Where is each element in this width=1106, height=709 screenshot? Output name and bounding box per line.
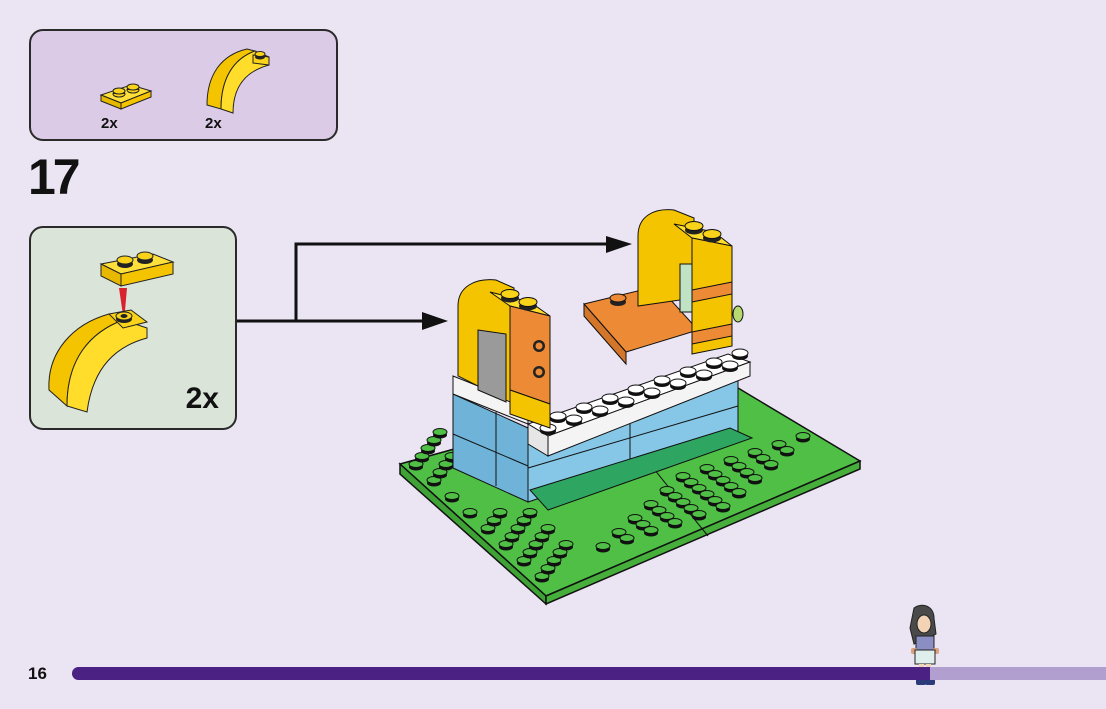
baseplate-studs bbox=[408, 428, 811, 583]
model-illustration bbox=[398, 209, 862, 606]
part-quantity: 2x bbox=[205, 115, 222, 132]
arrow-head-upper-icon bbox=[606, 236, 632, 253]
arrow-head-lower-icon bbox=[422, 312, 448, 330]
parts-list-box: 2x 2x bbox=[29, 29, 338, 141]
yellow-plate-piece bbox=[99, 251, 175, 287]
arrow-line-upper bbox=[237, 242, 610, 323]
part-quantity: 2x bbox=[101, 115, 118, 132]
placement-arrow-icon bbox=[119, 288, 127, 322]
part-yellow-plate-1x2 bbox=[99, 83, 153, 110]
white-plate-studs bbox=[539, 348, 749, 435]
part-yellow-curved-arch bbox=[206, 48, 270, 114]
progress-bar bbox=[72, 667, 1106, 680]
green-tile bbox=[529, 427, 754, 511]
subassembly-illustration bbox=[48, 251, 175, 413]
progress-bar-fill bbox=[72, 667, 931, 680]
subassembly-quantity: 2x bbox=[185, 382, 219, 415]
page-number: 16 bbox=[28, 664, 47, 683]
subassembly-box: 2x bbox=[29, 226, 237, 430]
step-number: 17 bbox=[28, 149, 81, 205]
yellow-arch-piece bbox=[48, 309, 149, 413]
left-arch-assembly bbox=[452, 279, 551, 429]
right-arch-assembly bbox=[583, 209, 744, 366]
